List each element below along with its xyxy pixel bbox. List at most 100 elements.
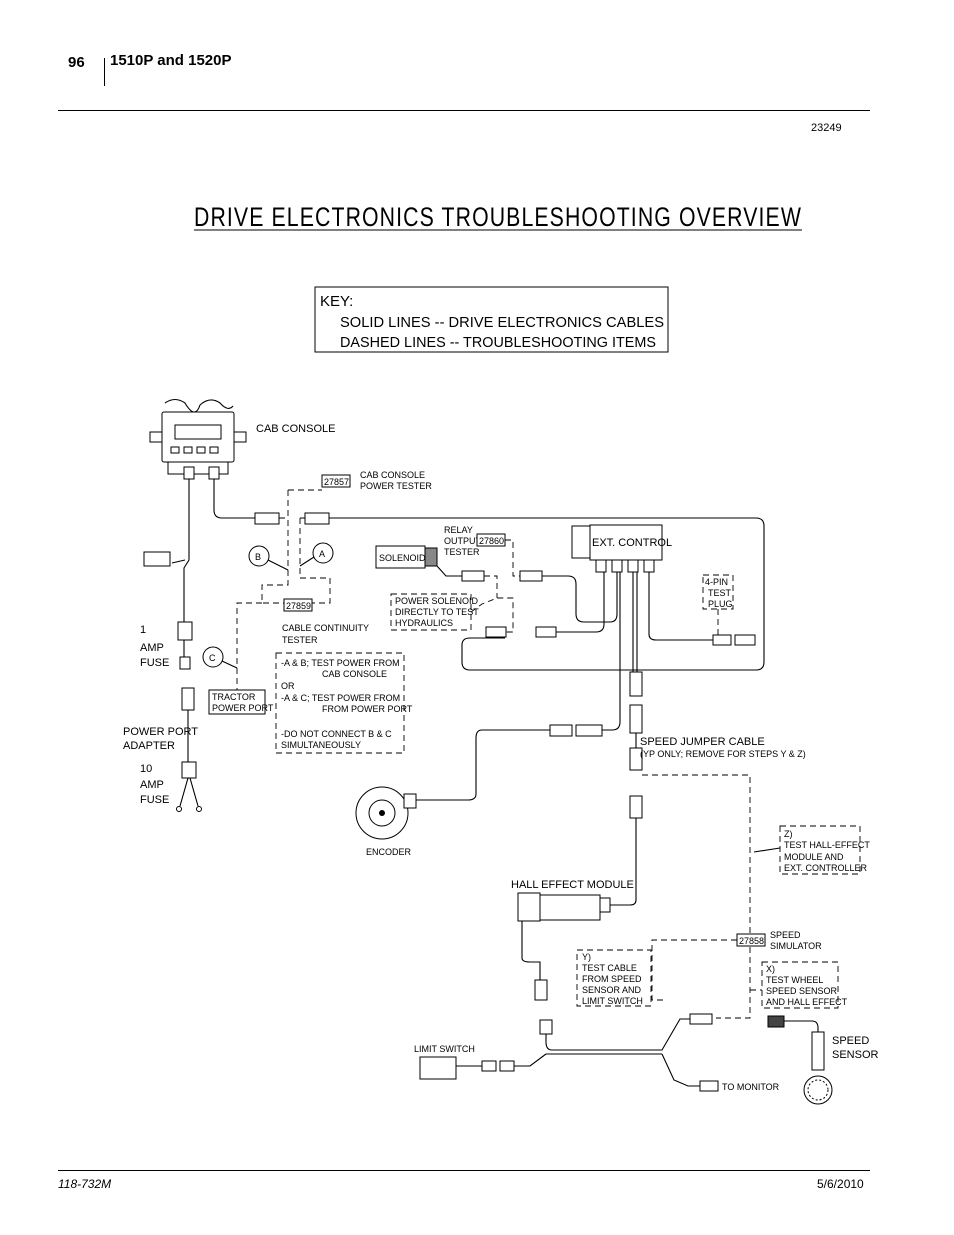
circle-c xyxy=(202,646,224,668)
limit-switch-connector-right xyxy=(499,1060,515,1072)
document-title: 1510P and 1520P xyxy=(110,52,232,69)
continuity-tester-label-2: TESTER xyxy=(282,635,318,645)
fuse-10-amp-label-2: AMP xyxy=(140,779,164,791)
ext-control-solenoid-connector xyxy=(535,626,557,638)
tester-notes: -A & B; TEST POWER FROM CAB CONSOLE OR -… xyxy=(275,652,413,754)
x-label-2: TEST WHEEL xyxy=(766,975,823,985)
hall-effect-label: HALL EFFECT MODULE xyxy=(511,879,634,891)
solenoid-connector xyxy=(461,570,485,582)
test-plug-connector xyxy=(712,634,732,646)
solenoid-coil xyxy=(424,547,438,567)
cab-tester-part-box xyxy=(321,474,351,488)
fuse-1-amp-label-1: 1 xyxy=(140,624,146,636)
cab-console xyxy=(149,398,247,480)
x-note xyxy=(761,961,839,1009)
relay-connector xyxy=(519,570,543,582)
speed-simulator-label-1: SPEED xyxy=(770,930,801,940)
speed-sensor-label-2: SENSOR xyxy=(832,1049,879,1061)
continuity-tester-part-box xyxy=(283,598,313,612)
power-port-adapter-label-1: POWER PORT xyxy=(123,726,198,738)
z-label-4: EXT. CONTROLLER xyxy=(784,863,868,873)
speed-sensor-wheel xyxy=(803,1075,833,1105)
relay-tester-label-2: OUTPUT xyxy=(444,536,482,546)
tractor-power-port xyxy=(208,689,266,715)
tractor-power-port-label-2: POWER PORT xyxy=(212,703,274,713)
ext-control xyxy=(571,524,663,573)
circle-a xyxy=(312,542,334,564)
key-solid-lines: SOLID LINES -- DRIVE ELECTRONICS CABLES xyxy=(340,314,664,331)
continuity-tester-label-1: CABLE CONTINUITY xyxy=(282,623,369,633)
power-solenoid-label-2: DIRECTLY TO TEST xyxy=(395,607,479,617)
encoder-connector-right xyxy=(575,724,603,737)
speed-simulator-part: 27858 xyxy=(739,936,764,946)
y-label-3: FROM SPEED xyxy=(582,974,642,984)
top-rule xyxy=(58,110,870,111)
fuse-1-amp xyxy=(177,621,193,670)
power-solenoid-label-3: HYDRAULICS xyxy=(395,618,453,628)
key-heading: KEY: xyxy=(320,293,353,310)
bottom-rule xyxy=(58,1170,870,1171)
limit-switch-connector-left xyxy=(481,1060,497,1072)
test-plug-note xyxy=(702,574,734,610)
hall-effect-output-connector xyxy=(534,979,548,1001)
speed-sensor-label-1: SPEED xyxy=(832,1035,869,1047)
to-monitor-label: TO MONITOR xyxy=(722,1082,780,1092)
z-label-2: TEST HALL-EFFECT xyxy=(784,840,870,850)
page-number: 96 xyxy=(68,54,85,71)
note-line-7: SIMULTANEOUSLY xyxy=(281,740,361,750)
note-line-2: CAB CONSOLE xyxy=(322,669,387,679)
circle-c-label: C xyxy=(209,653,216,663)
test-plug-label-3: PLUG xyxy=(708,599,733,609)
main-harness xyxy=(329,517,765,671)
sensor-harness-connector xyxy=(689,1013,713,1025)
x-label-1: X) xyxy=(766,964,775,974)
monitor-connector xyxy=(699,1080,719,1092)
solenoid-label: SOLENOID xyxy=(379,553,426,563)
ext-control-encoder-connector xyxy=(629,671,643,697)
key-dashed-lines: DASHED LINES -- TROUBLESHOOTING ITEMS xyxy=(340,334,656,351)
cab-console-label: CAB CONSOLE xyxy=(256,423,335,435)
ext-control-label: EXT. CONTROL xyxy=(592,537,672,549)
relay-tester-label-1: RELAY xyxy=(444,525,473,535)
x-label-4: AND HALL EFFECT xyxy=(766,997,848,1007)
cab-tester-part: 27857 xyxy=(324,477,349,487)
y-label-4: SENSOR AND xyxy=(582,985,642,995)
document-code: 118-732M xyxy=(58,1177,112,1191)
power-port-adapter xyxy=(176,687,202,812)
fuse-10-amp-label-1: 10 xyxy=(140,763,152,775)
speed-sensor xyxy=(811,1031,825,1071)
document-date: 5/6/2010 xyxy=(817,1177,864,1191)
speed-jumper-bottom xyxy=(629,747,643,771)
note-line-5: FROM POWER PORT xyxy=(322,704,413,714)
cab-console-power-tester xyxy=(261,489,331,604)
harness-plug-connector xyxy=(734,634,756,646)
note-line-6: -DO NOT CONNECT B & C xyxy=(281,729,392,739)
console-harness-connector xyxy=(254,512,280,525)
encoder-label: ENCODER xyxy=(366,847,412,857)
circle-a-label: A xyxy=(319,549,325,559)
x-label-3: SPEED SENSOR xyxy=(766,986,838,996)
speed-simulator-label-2: SIMULATOR xyxy=(770,941,822,951)
power-solenoid-label-1: POWER SOLENOID xyxy=(395,596,479,606)
speed-jumper-top xyxy=(629,704,643,734)
circle-b xyxy=(248,545,270,567)
direct-solenoid-connector xyxy=(485,626,507,638)
hall-effect-module xyxy=(517,892,611,922)
fuse-1-amp-label-2: AMP xyxy=(140,642,164,654)
encoder-connector-left xyxy=(549,724,573,737)
y-label-1: Y) xyxy=(582,952,591,962)
encoder xyxy=(355,786,417,840)
diagram-title: DRIVE ELECTRONICS TROUBLESHOOTING OVERVI… xyxy=(194,202,802,232)
continuity-tester-part: 27859 xyxy=(286,601,311,611)
cab-tester-label-1: CAB CONSOLE xyxy=(360,470,425,480)
circle-b-label: B xyxy=(255,552,261,562)
test-plug-label-2: TEST xyxy=(708,588,732,598)
z-label-1: Z) xyxy=(784,829,793,839)
y-label-5: LIMIT SWITCH xyxy=(582,996,643,1006)
header-divider xyxy=(104,58,105,86)
y-label-2: TEST CABLE xyxy=(582,963,637,973)
note-line-3: OR xyxy=(281,681,295,691)
limit-switch-label: LIMIT SWITCH xyxy=(414,1044,475,1054)
relay-tester-part: 27860 xyxy=(479,536,504,546)
